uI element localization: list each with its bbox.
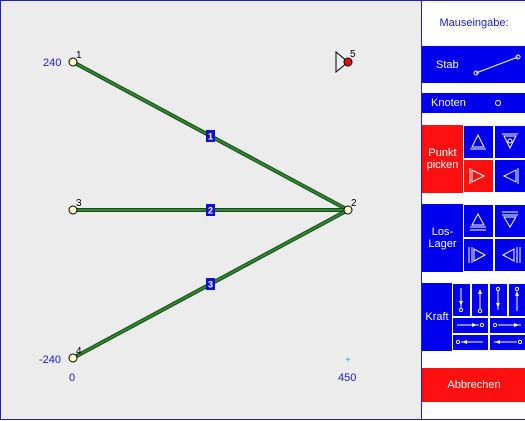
force-arrow-up-icon — [477, 289, 483, 314]
abbrechen-button-label: Abbrechen — [447, 379, 501, 391]
roller-up-icon — [470, 212, 486, 231]
roller-support-left-button[interactable] — [494, 238, 525, 272]
force-left-right-button[interactable] — [489, 334, 525, 351]
punkt-picken-button[interactable]: Punkt picken — [422, 125, 463, 193]
node-label-1: 1 — [76, 50, 82, 61]
triangle-left-icon — [502, 168, 519, 184]
nodes-layer: 1 2 3 4 5 — [68, 49, 357, 363]
roller-support-up-button[interactable] — [463, 204, 494, 238]
element-tags-layer: 1 2 3 — [206, 130, 215, 290]
force-left-left-button[interactable] — [452, 334, 489, 351]
y-label-top: 240 — [43, 57, 61, 69]
force-arrow-right-pin-icon — [492, 322, 521, 328]
node-2[interactable] — [343, 205, 353, 215]
force-right-right-button[interactable] — [489, 317, 525, 334]
element-tag-1-box — [206, 130, 215, 142]
node-label-4: 4 — [76, 346, 82, 357]
support-triangle — [335, 50, 349, 74]
stab-button[interactable]: Stab — [422, 46, 525, 83]
element-tag-3: 3 — [208, 280, 213, 290]
node-4[interactable] — [68, 353, 78, 363]
node-3[interactable] — [68, 205, 78, 215]
kraft-button[interactable]: Kraft — [422, 283, 452, 351]
fixed-support-right-button[interactable] — [463, 159, 494, 193]
triangle-up-icon — [470, 133, 486, 150]
roller-support-down-button[interactable] — [494, 204, 525, 238]
knoten-button-label: Knoten — [431, 97, 466, 109]
element-tag-3-box — [206, 278, 215, 290]
element-tag-2: 2 — [208, 206, 213, 216]
abbrechen-button[interactable]: Abbrechen — [422, 368, 525, 402]
force-arrow-right-icon — [457, 322, 485, 328]
force-arrow-up-pin-icon — [514, 286, 520, 311]
roller-right-icon — [468, 247, 487, 263]
knoten-button[interactable]: Knoten — [422, 93, 525, 113]
fixed-support-left-button[interactable] — [494, 159, 525, 193]
force-down-left-button[interactable] — [452, 283, 471, 317]
roller-support-right-button[interactable] — [463, 238, 494, 272]
element-tag-2-box — [206, 204, 215, 216]
force-up-left-button[interactable] — [471, 283, 489, 317]
node-label-5: 5 — [350, 49, 356, 60]
node-label-3: 3 — [76, 198, 82, 209]
bar-line-icon — [473, 54, 521, 76]
punkt-picken-label-line1: Punkt — [428, 147, 457, 159]
node-label-2: 2 — [351, 198, 357, 209]
fixed-support-up-button[interactable] — [463, 125, 494, 159]
node-5[interactable] — [343, 57, 353, 67]
triangle-right-icon — [469, 168, 486, 184]
force-arrow-down-icon — [458, 288, 464, 313]
element-tag-1: 1 — [208, 132, 213, 142]
force-up-right-button[interactable] — [508, 283, 525, 317]
force-arrow-left-icon — [455, 339, 483, 345]
loslager-label-line1: Los- — [431, 226, 454, 238]
y-label-bottom: -240 — [39, 354, 61, 366]
origin-marker: + — [345, 355, 351, 366]
x-label-left: 0 — [69, 372, 75, 384]
loslager-button[interactable]: Los- Lager — [422, 204, 463, 272]
force-arrow-down-pin-icon — [495, 286, 501, 310]
force-arrow-left-pin-icon — [494, 339, 523, 345]
support-layer — [335, 50, 349, 74]
force-right-left-button[interactable] — [452, 317, 489, 334]
roller-left-icon — [501, 247, 521, 263]
roller-down-icon — [502, 211, 518, 228]
punkt-picken-label-line2: picken — [426, 159, 459, 171]
node-1[interactable] — [68, 57, 78, 67]
loslager-label-line2: Lager — [428, 238, 457, 250]
triangle-down-icon — [502, 133, 518, 150]
kraft-button-label: Kraft — [425, 311, 449, 323]
stab-button-label: Stab — [436, 58, 459, 71]
input-panel: Mauseingabe: Stab Knoten Punkt picken — [421, 1, 525, 419]
drawing-canvas[interactable]: 1 2 3 1 2 3 4 5 240 -240 0 450 + — [1, 1, 421, 421]
force-down-right-button[interactable] — [489, 283, 508, 317]
node-circle-icon — [495, 100, 501, 106]
fixed-support-down-button[interactable] — [494, 125, 525, 159]
x-label-right: 450 — [338, 372, 356, 384]
panel-title: Mauseingabe: — [439, 17, 509, 29]
